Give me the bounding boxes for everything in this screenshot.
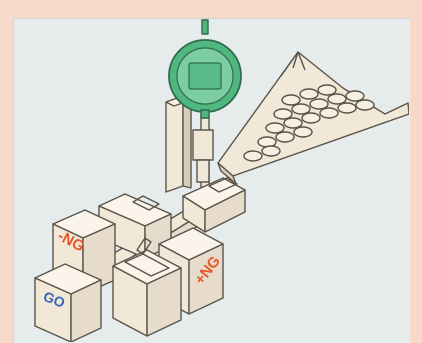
sorting-machine-illustration: -NG +NG GO — [13, 18, 409, 342]
measuring-block — [183, 178, 245, 232]
gauge-spindle — [193, 114, 213, 192]
center-bin — [113, 250, 181, 336]
gauge-stand — [166, 96, 191, 192]
